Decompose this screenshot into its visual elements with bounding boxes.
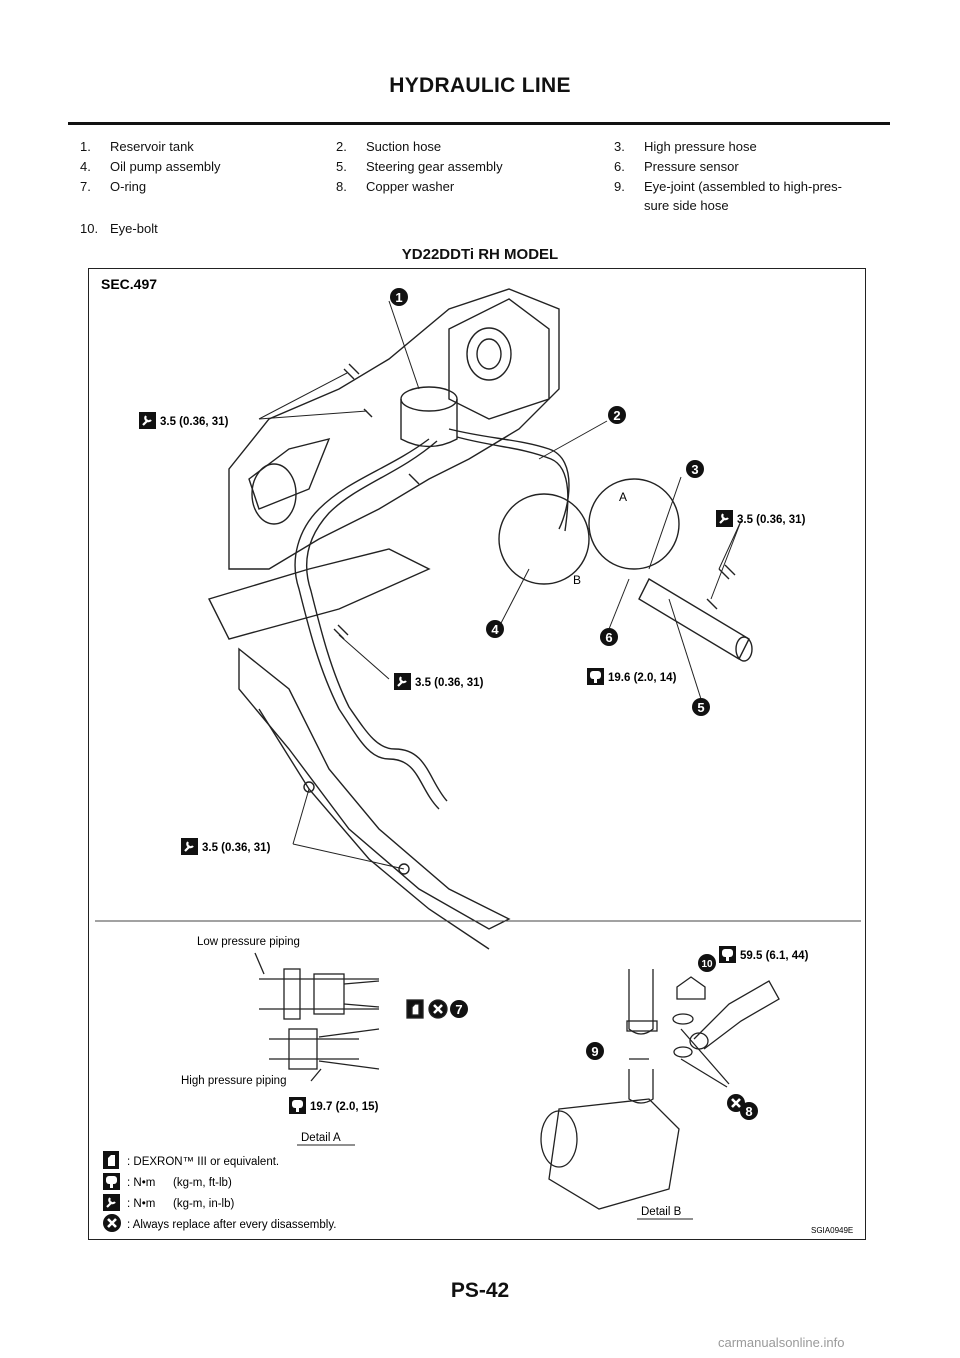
key-fluid: : DEXRON™ III or equivalent. (127, 1156, 279, 1168)
legend-row: 10.Eye-bolt (68, 219, 890, 239)
callout-7: 7 (455, 1002, 462, 1017)
torque-wrench-icon (137, 410, 158, 431)
torque-wrench-icon (719, 946, 736, 963)
callout-2-marker (608, 406, 626, 424)
legend-item: 10.Eye-bolt (80, 221, 158, 236)
torque-label-2: 3.5 (0.36, 31) (737, 514, 806, 526)
callout-8-marker (740, 1102, 758, 1120)
callout-1: 1 (395, 290, 402, 305)
watermark: carmanualsonline.info (718, 1335, 845, 1350)
callout-2: 2 (613, 408, 620, 423)
legend-row: 7.O-ring 8.Copper washer 9.Eye-joint (as… (68, 177, 890, 219)
page-title: HYDRAULIC LINE (389, 74, 571, 97)
key-nm-1-unit: : N•m (127, 1177, 155, 1189)
torque-wrench-icon (392, 671, 413, 692)
legend-item: 7.O-ring (80, 179, 147, 194)
high-pressure-label: High pressure piping (181, 1075, 286, 1087)
torque-label-5: 19.6 (2.0, 14) (608, 672, 677, 684)
callout-9: 9 (591, 1044, 598, 1059)
key-nm-2-paren: (kg-m, in-lb) (173, 1198, 235, 1210)
callout-10-marker (698, 954, 716, 972)
callout-7-marker (450, 1000, 468, 1018)
legend-item: 6.Pressure sensor (614, 159, 739, 174)
torque-label-4: 3.5 (0.36, 31) (202, 842, 271, 854)
replace-icon (427, 998, 449, 1020)
title-rule (68, 122, 890, 125)
legend-item: 9.Eye-joint (assembled to high-pres-sure… (614, 179, 842, 213)
torque-label-3: 3.5 (0.36, 31) (415, 677, 484, 689)
torque-wrench-icon (289, 1097, 306, 1114)
torque-wrench-icon (587, 668, 604, 685)
key-nm-2-unit: : N•m (127, 1198, 155, 1210)
torque-wrench-icon (179, 836, 200, 857)
callout-4: 4 (491, 622, 499, 637)
fluid-icon (406, 999, 424, 1019)
key-replace: : Always replace after every disassembly… (127, 1219, 336, 1231)
sec-label: SEC.497 (101, 276, 157, 292)
detail-mark-b: B (573, 573, 581, 587)
detail-mark-a: A (619, 490, 627, 504)
callout-6-marker (600, 628, 618, 646)
parts-legend: 1.Reservoir tank 2.Suction hose 3.High p… (68, 137, 890, 239)
detail-a-drawing (254, 952, 449, 1082)
legend-row: 4.Oil pump assembly 5.Steering gear asse… (68, 157, 890, 177)
figure-drawing: SEC.497 (95, 276, 861, 1235)
replace-icon (725, 1092, 747, 1114)
legend-item: 1.Reservoir tank (80, 139, 194, 154)
legend-item: 5.Steering gear assembly (336, 159, 503, 174)
callout-4-marker (486, 620, 504, 638)
callout-5-marker (692, 698, 710, 716)
hydraulic-line-figure: SEC.497 (88, 268, 866, 1240)
key-nm-1-paren: (kg-m, ft-lb) (173, 1177, 232, 1189)
low-pressure-label: Low pressure piping (197, 936, 300, 948)
legend-item: 3.High pressure hose (614, 139, 757, 154)
torque-label-1: 3.5 (0.36, 31) (160, 416, 229, 428)
torque-label-7: 59.5 (6.1, 44) (740, 950, 809, 962)
symbol-key: : DEXRON™ III or equivalent. : N•m (kg-m… (101, 1151, 336, 1234)
page-number: PS-42 (450, 1279, 510, 1302)
callout-3: 3 (691, 462, 698, 477)
leader-lines (258, 300, 742, 870)
torque-wrench-icon (103, 1173, 120, 1190)
figure-id: SGIA0949E (811, 1226, 853, 1235)
legend-row: 1.Reservoir tank 2.Suction hose 3.High p… (68, 137, 890, 157)
callout-6: 6 (605, 630, 612, 645)
section-title: YD22DDTi RH MODEL (401, 246, 559, 263)
torque-label-6: 19.7 (2.0, 15) (310, 1101, 379, 1113)
legend-item: 2.Suction hose (336, 139, 442, 154)
callout-8: 8 (745, 1104, 752, 1119)
callouts: 1 2 3 4 5 6 7 8 9 10 (390, 288, 758, 1120)
torque-labels: 3.5 (0.36, 31) 3.5 (0.36, 31) 3.5 (0.36,… (137, 410, 809, 1114)
fluid-icon (103, 1151, 119, 1169)
callout-10: 10 (701, 959, 713, 970)
callout-1-marker (390, 288, 408, 306)
detail-a-title: Detail A (301, 1132, 341, 1144)
detail-b-drawing (540, 969, 780, 1210)
torque-wrench-icon (714, 508, 735, 529)
legend-item: 4.Oil pump assembly (80, 159, 221, 174)
detail-b-title: Detail B (641, 1206, 682, 1218)
callout-9-marker (586, 1042, 604, 1060)
legend-item: 8.Copper washer (336, 179, 455, 194)
callout-5: 5 (697, 700, 704, 715)
torque-wrench-icon (101, 1192, 122, 1213)
engine-bay-drawing (208, 288, 753, 950)
callout-3-marker (686, 460, 704, 478)
replace-icon (101, 1212, 123, 1234)
